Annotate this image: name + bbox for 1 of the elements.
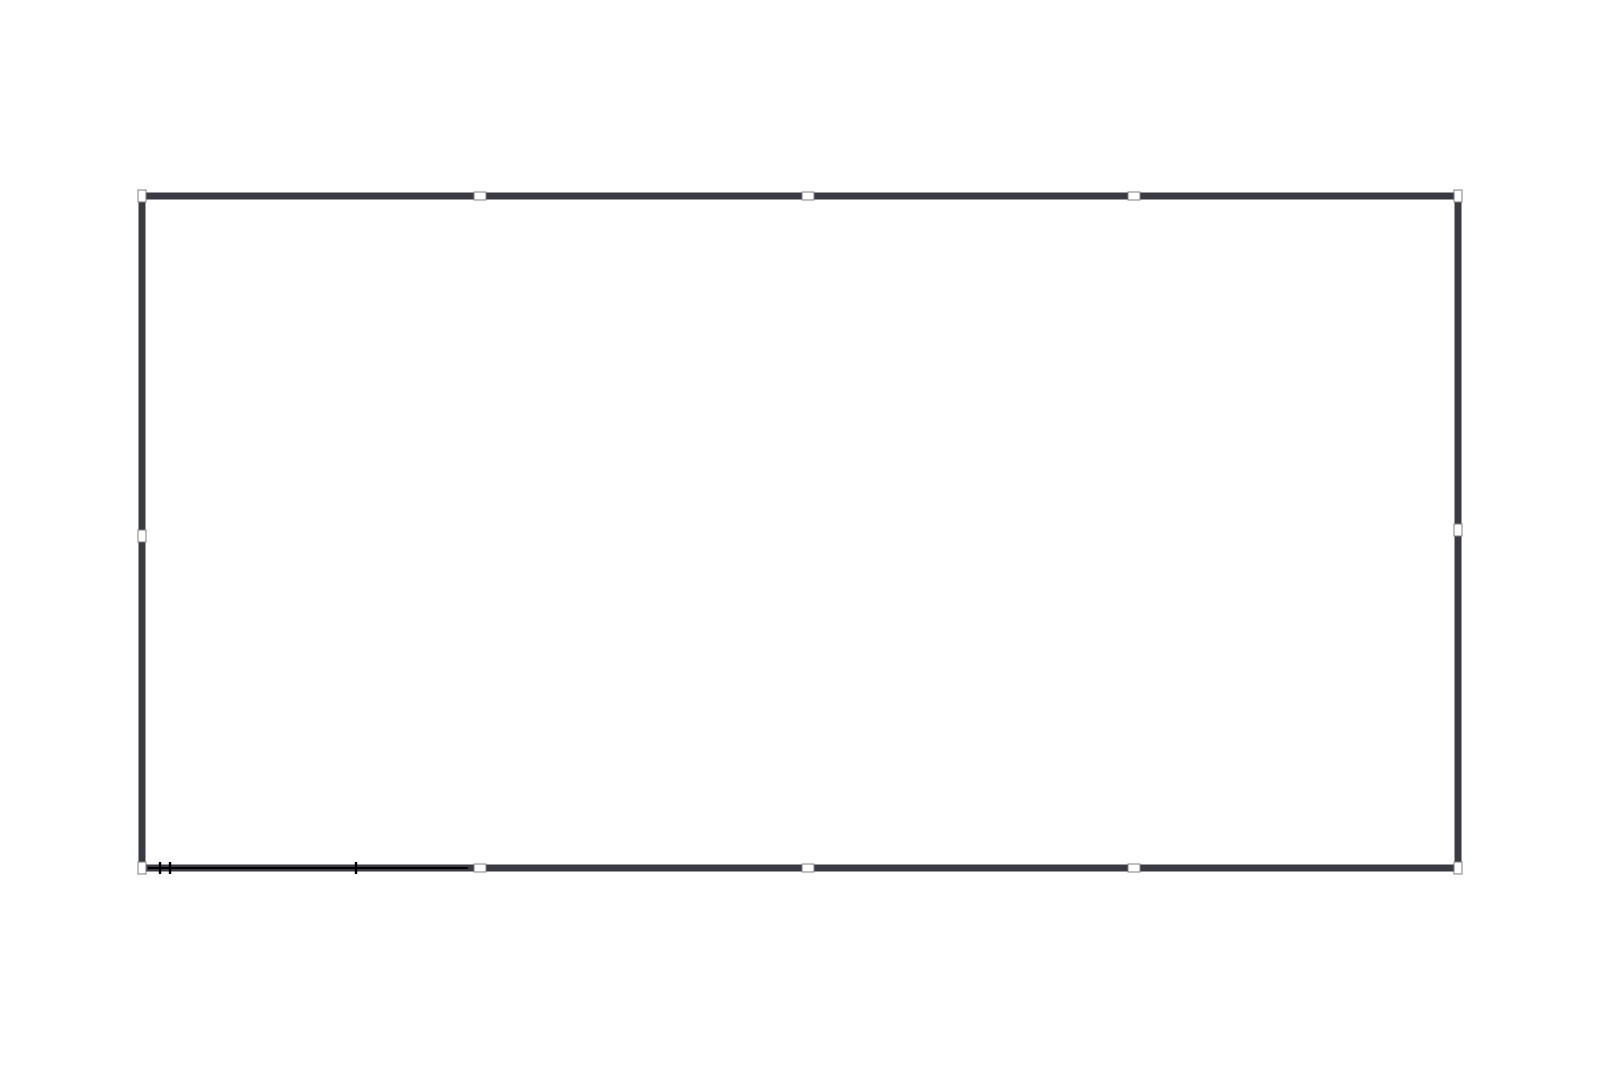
- screen-frame-drawing: [137, 189, 1463, 876]
